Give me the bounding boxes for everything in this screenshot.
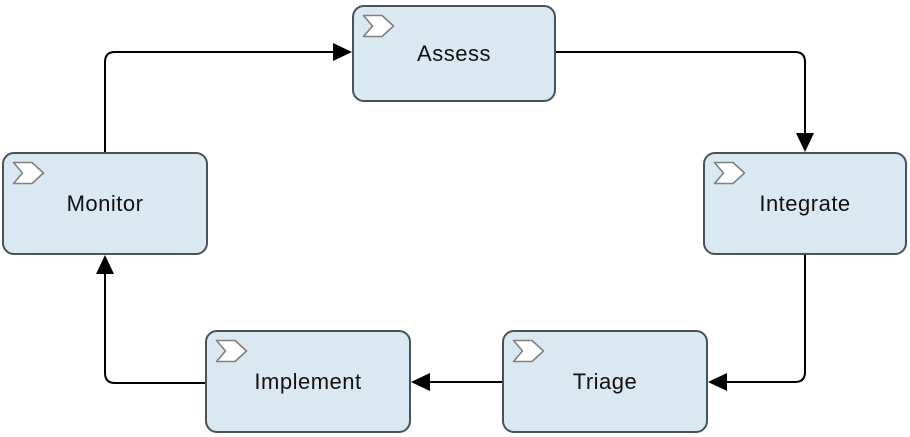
node-label: Integrate xyxy=(759,190,851,216)
arrowhead-into-monitor xyxy=(96,255,114,274)
edge-implement-monitor xyxy=(104,269,205,384)
process-chevron-icon xyxy=(512,339,545,363)
arrowhead-into-triage xyxy=(708,373,727,391)
arrowhead-into-integrate xyxy=(796,133,814,152)
node-label: Assess xyxy=(417,40,491,66)
edge-integrate-triage xyxy=(722,255,806,383)
node-monitor[interactable]: Monitor xyxy=(2,152,208,255)
node-integrate[interactable]: Integrate xyxy=(703,152,907,255)
process-chevron-icon xyxy=(12,161,45,185)
arrowhead-into-assess xyxy=(333,43,352,61)
node-implement[interactable]: Implement xyxy=(205,330,411,433)
node-triage[interactable]: Triage xyxy=(502,330,708,433)
arrowhead-into-implement xyxy=(411,373,430,391)
edge-assess-integrate xyxy=(556,51,806,138)
process-chevron-icon xyxy=(215,339,248,363)
edge-monitor-assess xyxy=(104,51,338,152)
node-label: Monitor xyxy=(66,190,144,216)
node-assess[interactable]: Assess xyxy=(352,5,556,102)
node-label: Implement xyxy=(254,368,362,394)
process-chevron-icon xyxy=(713,161,746,185)
node-label: Triage xyxy=(572,368,638,394)
process-chevron-icon xyxy=(362,14,395,38)
